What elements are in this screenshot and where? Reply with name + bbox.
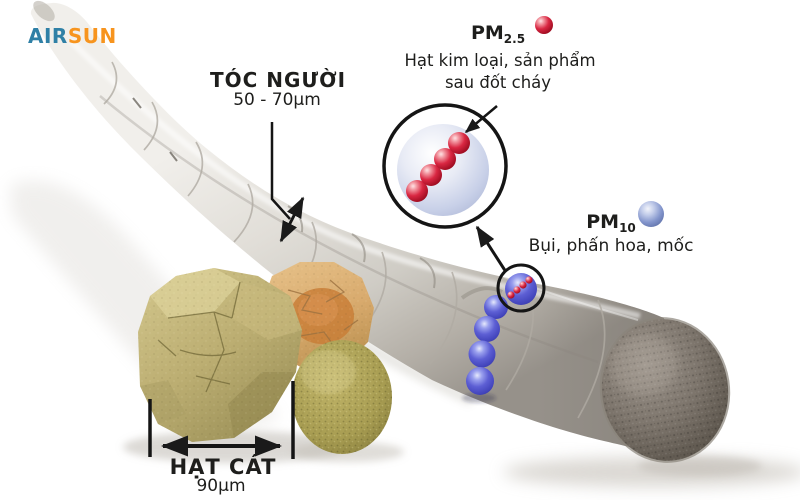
pm10-particle bbox=[466, 367, 494, 395]
pm25-desc-line1: Hạt kim loại, sản phẩm bbox=[404, 51, 596, 70]
hair-body-shading bbox=[30, 2, 664, 454]
sand-grain-large bbox=[138, 268, 302, 442]
pm25-pointer-arrow bbox=[464, 105, 498, 133]
small-circle-outline bbox=[496, 263, 546, 313]
hair-tip bbox=[33, 0, 55, 22]
logo-air: AIR bbox=[28, 24, 68, 48]
pm10-particle bbox=[468, 340, 496, 368]
pm25-particles-magnified bbox=[406, 132, 470, 202]
highlight-circle-on-hair bbox=[496, 263, 546, 313]
hair-striation-light bbox=[139, 81, 639, 321]
hair-highlight bbox=[67, 37, 641, 319]
sand-grain-round bbox=[292, 340, 392, 454]
sand-grains bbox=[138, 262, 392, 454]
hair-width-arrow bbox=[279, 196, 305, 243]
pm10-particle bbox=[474, 316, 500, 342]
pm10-particle-circled bbox=[505, 273, 537, 305]
brand-logo: AIRSUN bbox=[28, 24, 117, 48]
hair-title: TÓC NGƯỜI bbox=[209, 68, 347, 92]
chain-shadow bbox=[462, 393, 496, 403]
pm10-title: PM10 bbox=[586, 212, 636, 235]
magnifier-outline bbox=[382, 103, 508, 229]
pm25-subscript: 2.5 bbox=[503, 32, 526, 46]
pm25-desc-line2: sau đốt cháy bbox=[444, 73, 552, 92]
sand-title: HẠT CÁT bbox=[169, 455, 277, 479]
pm10-legend-particle bbox=[638, 201, 664, 227]
hair-cross-section bbox=[599, 317, 731, 463]
hair-crack-marks bbox=[132, 97, 178, 162]
hair-size: 50 - 70µm bbox=[233, 90, 321, 110]
logo-sun: SUN bbox=[67, 24, 117, 48]
zoom-arrow bbox=[475, 225, 508, 273]
pm10-particle bbox=[484, 295, 508, 319]
pm10-name: PM bbox=[586, 211, 620, 233]
pm25-legend-particle bbox=[535, 16, 553, 34]
hair-striation-dark bbox=[99, 95, 599, 364]
pm10-particle-magnified bbox=[397, 124, 489, 216]
hair-strand bbox=[30, 0, 731, 463]
magnifier-circle bbox=[382, 103, 508, 229]
sand-size: 90µm bbox=[196, 476, 246, 496]
pm10-subscript: 10 bbox=[619, 221, 636, 235]
pm25-title: PM2.5 bbox=[471, 23, 525, 46]
hair-measurement bbox=[270, 122, 305, 243]
sand-measurement bbox=[148, 381, 295, 459]
pm25-name: PM bbox=[470, 22, 504, 44]
pm25-mini-particles bbox=[507, 276, 533, 299]
pm10-desc: Bụi, phấn hoa, mốc bbox=[528, 236, 694, 256]
